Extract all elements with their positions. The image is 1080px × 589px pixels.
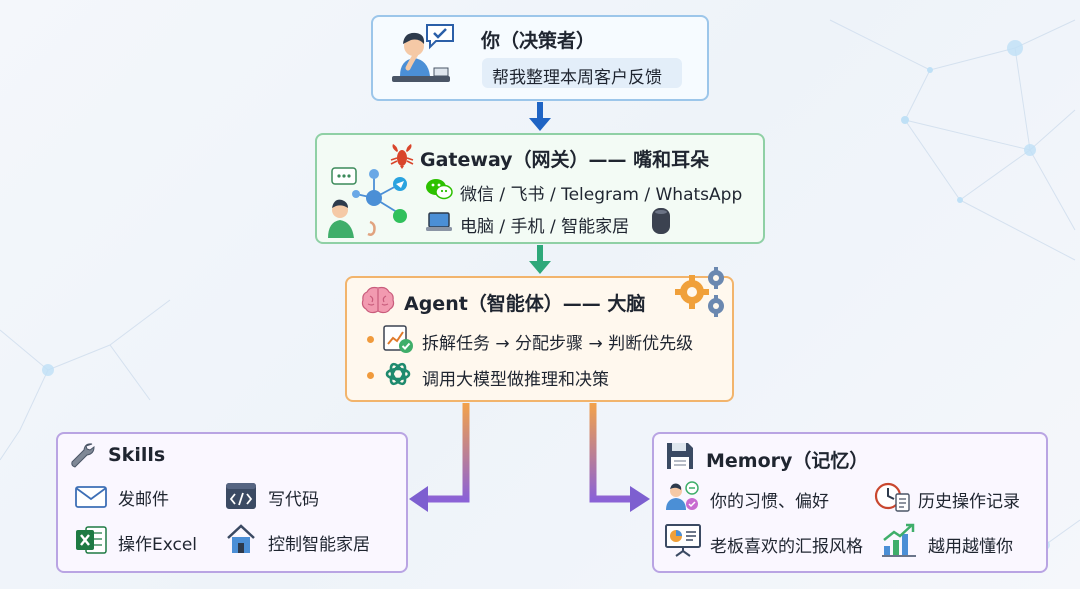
network-hub-icon	[328, 167, 407, 238]
memory-title: Memory（记忆）	[706, 450, 869, 472]
profile-icon	[666, 481, 699, 510]
growth-chart-icon	[882, 523, 916, 557]
smart-speaker-icon	[652, 208, 670, 234]
floppy-icon	[667, 443, 693, 469]
presentation-icon	[665, 524, 701, 557]
code-icon	[226, 483, 256, 509]
memory-node	[652, 432, 1048, 573]
openai-icon	[385, 362, 411, 386]
memory-history: 历史操作记录	[918, 492, 1020, 512]
user-request: 帮我整理本周客户反馈	[492, 68, 662, 88]
lobster-icon	[390, 144, 414, 169]
agent-item-1: 拆解任务 → 分配步骤 → 判断优先级	[422, 334, 694, 354]
agent-item-2: 调用大模型做推理和决策	[422, 370, 609, 390]
wechat-icon	[426, 179, 453, 200]
agent-bullet-1	[367, 336, 374, 343]
excel-icon	[76, 526, 107, 554]
chart-check-icon	[383, 325, 413, 353]
skill-email: 发邮件	[118, 490, 169, 510]
memory-habits: 你的习惯、偏好	[710, 492, 829, 512]
user-title: 你（决策者）	[481, 30, 596, 52]
person-thinking-icon	[392, 32, 450, 82]
clock-doc-icon	[874, 482, 910, 512]
chat-check-icon	[426, 24, 454, 50]
request-bubble	[482, 58, 682, 88]
gateway-devices: 电脑 / 手机 / 智能家居	[460, 217, 630, 237]
gateway-title: Gateway（网关）—— 嘴和耳朵	[420, 149, 710, 171]
mail-icon	[75, 486, 107, 508]
agent-node	[345, 276, 734, 402]
gears-icon	[675, 267, 724, 317]
brain-icon	[361, 286, 395, 314]
skill-excel: 操作Excel	[118, 535, 198, 555]
memory-report-style: 老板喜欢的汇报风格	[710, 537, 863, 557]
laptop-icon	[426, 212, 452, 231]
wrench-icon	[71, 443, 95, 468]
agent-bullet-2	[367, 372, 374, 379]
skill-smart-home: 控制智能家居	[268, 535, 370, 555]
smart-home-icon	[227, 524, 255, 553]
agent-title: Agent（智能体）—— 大脑	[404, 293, 646, 315]
memory-learns-you: 越用越懂你	[928, 537, 1013, 557]
gateway-channels: 微信 / 飞书 / Telegram / WhatsApp	[460, 185, 743, 205]
skill-code: 写代码	[268, 490, 319, 510]
skills-title: Skills	[108, 444, 166, 466]
gateway-node	[315, 133, 765, 244]
